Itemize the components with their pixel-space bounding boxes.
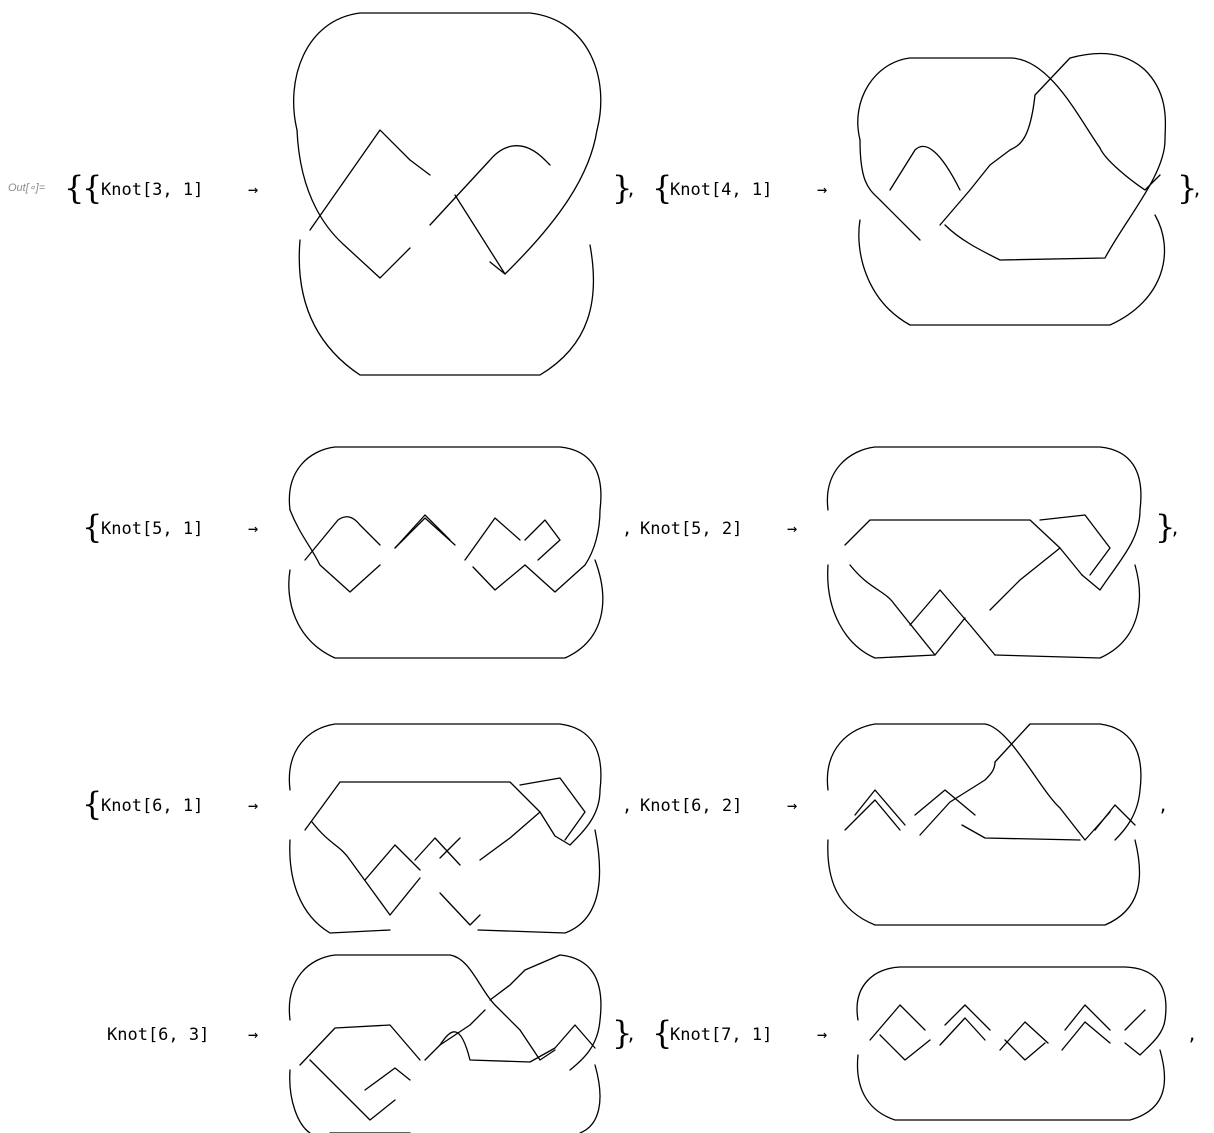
knot-label-5-1: Knot[5, 1]	[101, 519, 204, 539]
separator-comma: ,	[1170, 519, 1181, 539]
group-open-brace: {	[652, 1014, 673, 1052]
knot-diagram-6-1	[288, 723, 602, 934]
group-open-brace: {	[82, 785, 103, 823]
rule-arrow: →	[817, 180, 828, 200]
group-open-brace: {	[82, 508, 103, 546]
knot-label-7-1: Knot[7, 1]	[670, 1025, 773, 1045]
knot-label-3-1: Knot[3, 1]	[101, 180, 204, 200]
knot-diagram-6-3	[288, 954, 602, 1133]
separator-comma: ,	[1187, 1025, 1198, 1045]
group-open-brace: {	[82, 169, 103, 207]
separator-comma: ,	[622, 519, 633, 539]
group-close-brace: }	[1177, 169, 1198, 207]
group-close-brace: }	[612, 1014, 633, 1052]
rule-arrow: →	[817, 1025, 828, 1045]
knot-diagram-3-1	[293, 12, 602, 376]
separator-comma: ,	[1158, 796, 1169, 816]
knot-diagram-7-1	[856, 966, 1167, 1121]
knot-label-6-3: Knot[6, 3]	[107, 1025, 210, 1045]
knot-label-6-1: Knot[6, 1]	[101, 796, 204, 816]
group-close-brace: }	[612, 169, 633, 207]
separator-comma: ,	[626, 1025, 637, 1045]
group-close-brace: }	[1155, 508, 1176, 546]
rule-arrow: →	[787, 796, 798, 816]
output-label: Out[∘]=	[8, 182, 46, 194]
separator-comma: ,	[622, 796, 633, 816]
rule-arrow: →	[248, 519, 259, 539]
knot-label-4-1: Knot[4, 1]	[670, 180, 773, 200]
outer-open-brace: {	[64, 169, 85, 207]
knot-diagram-6-2	[826, 723, 1142, 926]
separator-comma: ,	[1192, 180, 1203, 200]
knot-label-5-2: Knot[5, 2]	[640, 519, 743, 539]
rule-arrow: →	[248, 180, 259, 200]
rule-arrow: →	[248, 796, 259, 816]
knot-label-6-2: Knot[6, 2]	[640, 796, 743, 816]
separator-comma: ,	[626, 180, 637, 200]
rule-arrow: →	[248, 1025, 259, 1045]
rule-arrow: →	[787, 519, 798, 539]
knot-diagram-5-2	[826, 446, 1142, 659]
knot-diagram-5-1	[288, 446, 604, 659]
knot-diagram-4-1	[857, 52, 1167, 326]
group-open-brace: {	[652, 169, 673, 207]
